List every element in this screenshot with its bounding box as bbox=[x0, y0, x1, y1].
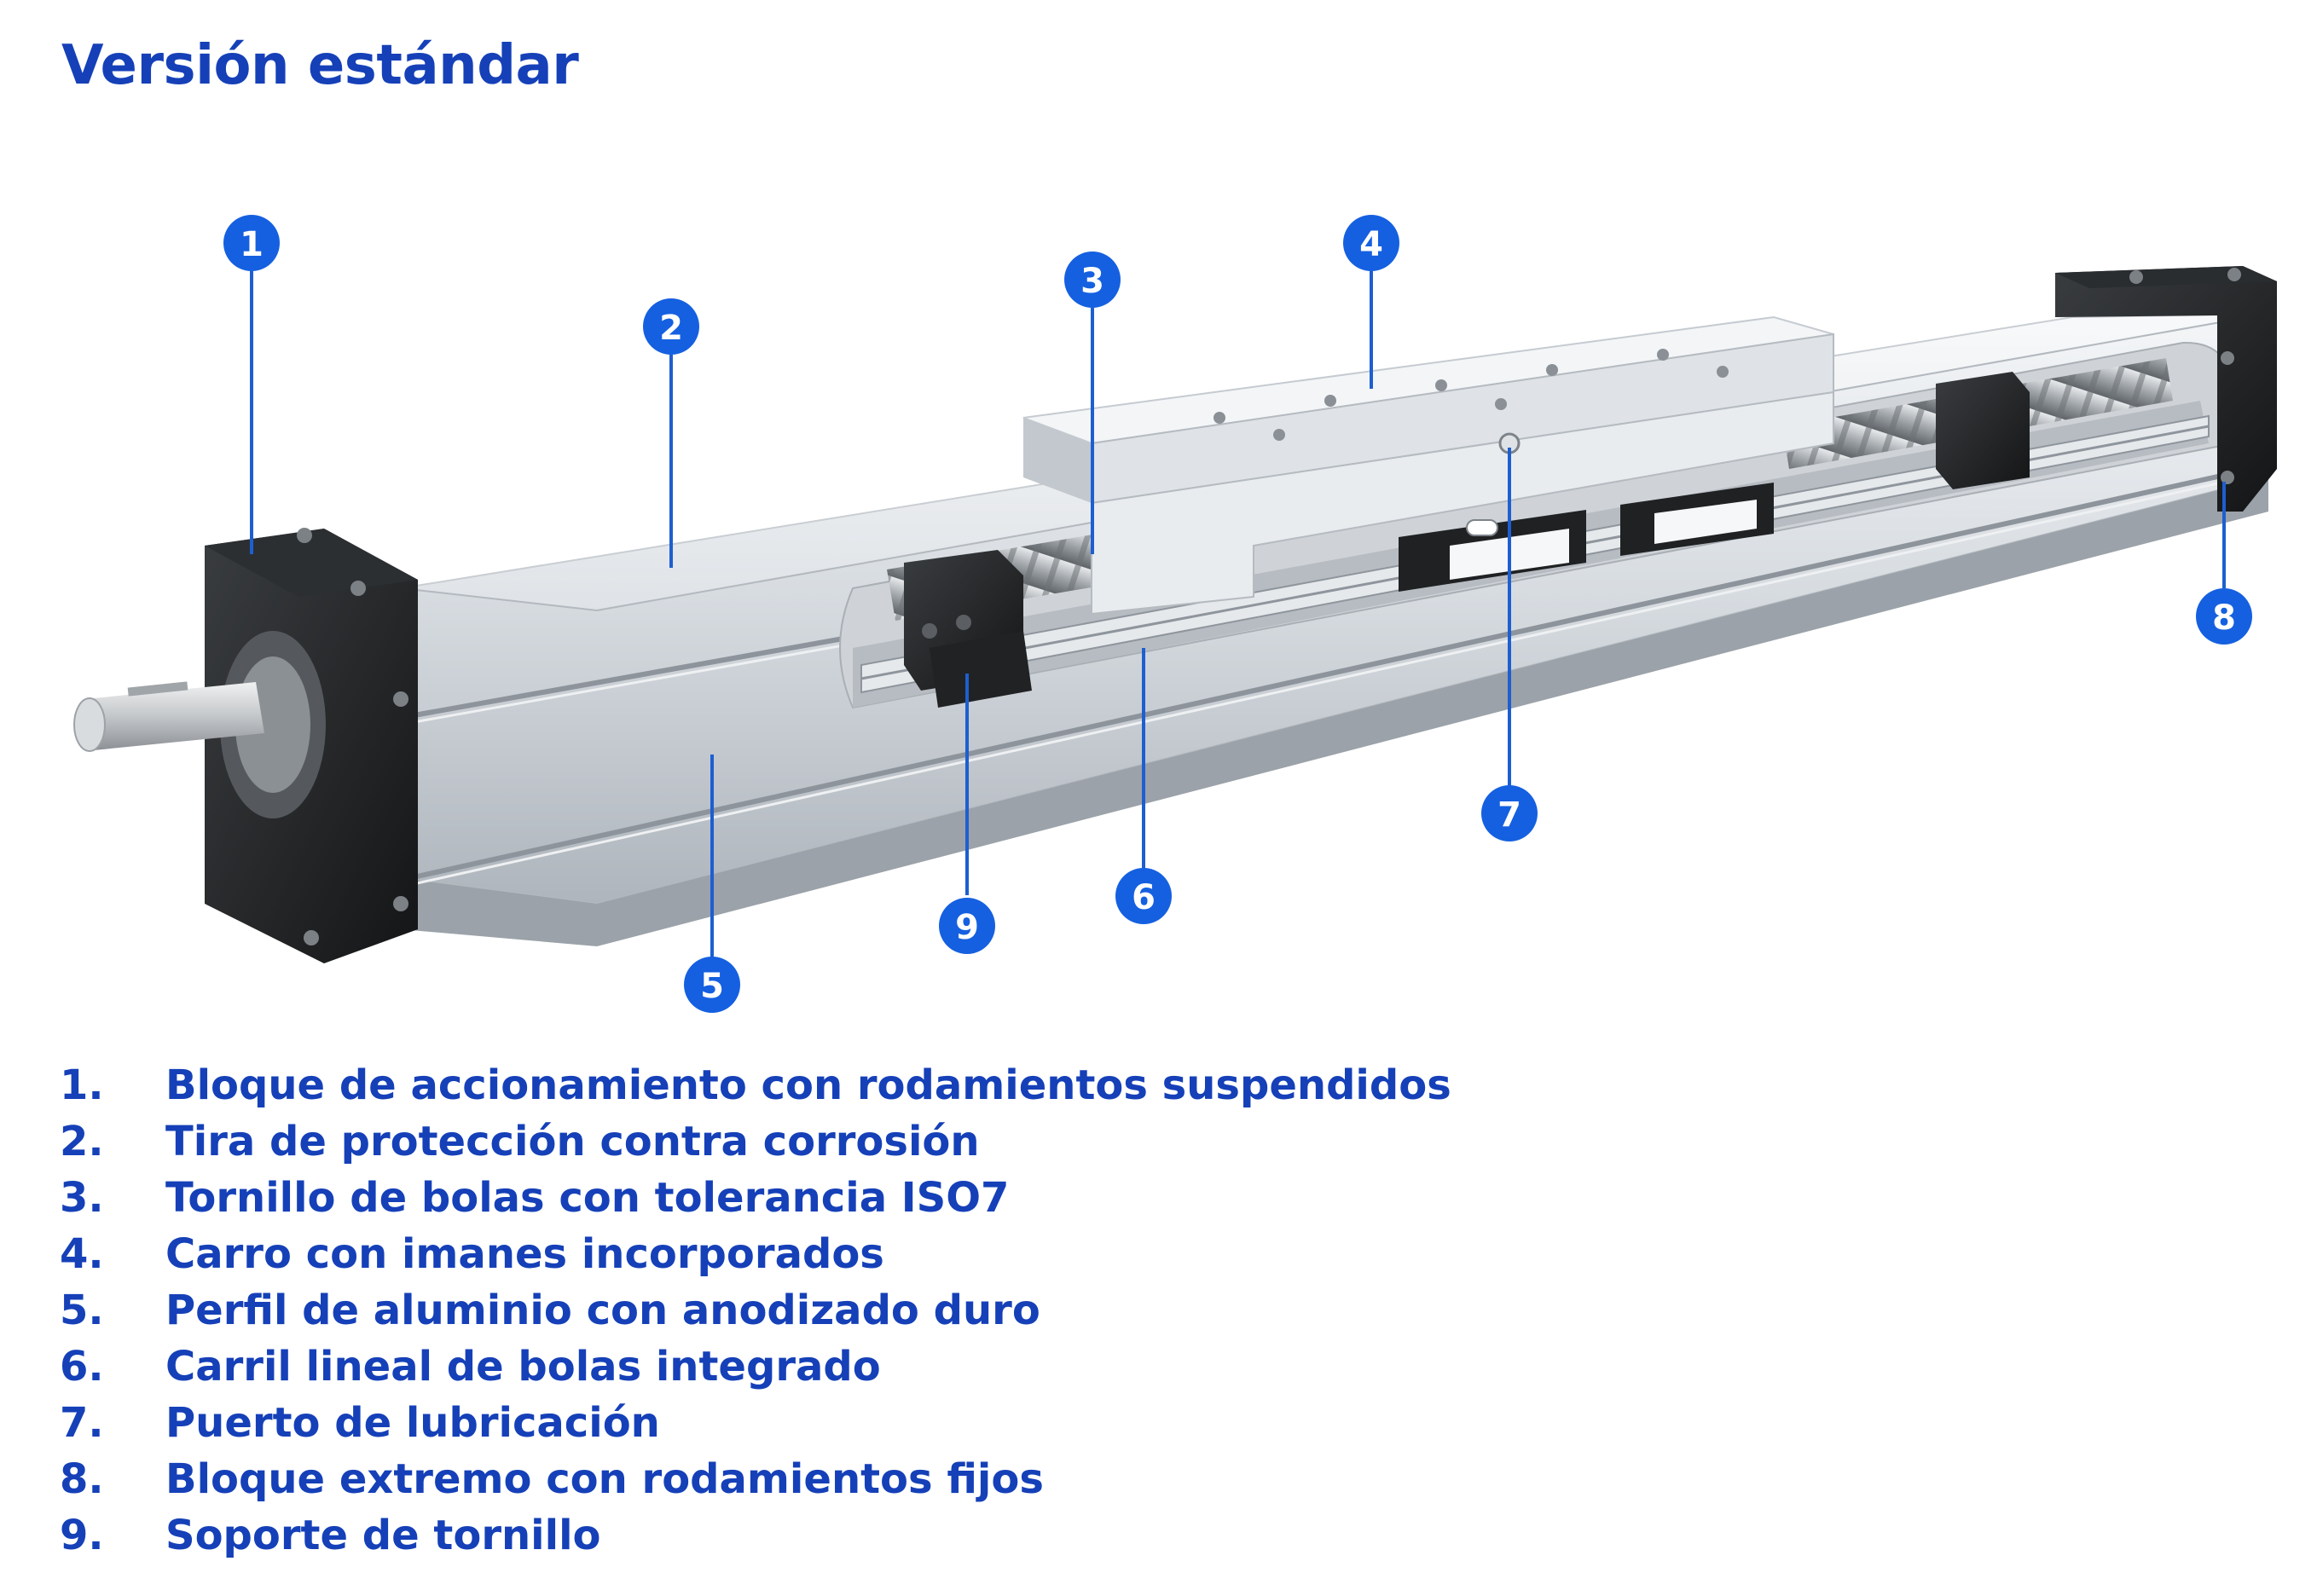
legend-number: 8. bbox=[60, 1455, 104, 1503]
drive-shaft bbox=[73, 681, 264, 752]
legend-text: Perfil de aluminio con anodizado duro bbox=[165, 1287, 1040, 1334]
legend-item: 7. Puerto de lubricación bbox=[60, 1395, 1451, 1451]
svg-text:1: 1 bbox=[240, 225, 264, 264]
legend-number: 9. bbox=[60, 1512, 104, 1559]
legend-text: Carril lineal de bolas integrado bbox=[165, 1343, 881, 1391]
legend-item: 1. Bloque de accionamiento con rodamiento… bbox=[60, 1057, 1451, 1113]
callout-8: 8 bbox=[2196, 588, 2252, 645]
legend-text: Soporte de tornillo bbox=[165, 1512, 601, 1559]
end-block bbox=[2055, 266, 2277, 512]
callout-4: 4 bbox=[1343, 215, 1399, 271]
svg-text:3: 3 bbox=[1080, 262, 1104, 301]
legend-text: Carro con imanes incorporados bbox=[165, 1230, 884, 1278]
legend-number: 2. bbox=[60, 1118, 104, 1165]
legend-item: 4. Carro con imanes incorporados bbox=[60, 1226, 1451, 1282]
drive-block bbox=[205, 528, 418, 963]
legend-number: 4. bbox=[60, 1230, 104, 1278]
legend-item: 9. Soporte de tornillo bbox=[60, 1507, 1451, 1564]
callout-5: 5 bbox=[684, 957, 740, 1013]
legend-number: 3. bbox=[60, 1174, 104, 1222]
svg-text:4: 4 bbox=[1359, 225, 1383, 264]
svg-text:5: 5 bbox=[700, 967, 724, 1006]
parts-legend: 1. Bloque de accionamiento con rodamiento… bbox=[60, 1057, 1451, 1564]
legend-item: 3. Tornillo de bolas con tolerancia ISO7 bbox=[60, 1170, 1451, 1226]
callout-7: 7 bbox=[1481, 785, 1538, 841]
legend-text: Tira de protección contra corrosión bbox=[165, 1118, 980, 1165]
legend-text: Tornillo de bolas con tolerancia ISO7 bbox=[165, 1174, 1010, 1222]
carriage bbox=[1022, 315, 1834, 616]
linear-actuator-diagram: 1 2 3 4 5 6 7 8 bbox=[73, 215, 2277, 1013]
legend-number: 5. bbox=[60, 1287, 104, 1334]
callout-6: 6 bbox=[1115, 868, 1172, 924]
callout-1: 1 bbox=[223, 215, 280, 271]
callout-9: 9 bbox=[939, 898, 995, 954]
legend-text: Bloque de accionamiento con rodamientos … bbox=[165, 1061, 1451, 1109]
callout-lines bbox=[250, 271, 2226, 957]
legend-number: 1. bbox=[60, 1061, 104, 1109]
svg-text:8: 8 bbox=[2212, 598, 2236, 638]
legend-text: Bloque extremo con rodamientos fijos bbox=[165, 1455, 1044, 1503]
svg-text:9: 9 bbox=[955, 908, 979, 947]
callout-2: 2 bbox=[643, 298, 699, 355]
legend-item: 5. Perfil de aluminio con anodizado duro bbox=[60, 1282, 1451, 1339]
svg-text:7: 7 bbox=[1497, 795, 1521, 835]
svg-text:6: 6 bbox=[1132, 878, 1156, 917]
legend-number: 7. bbox=[60, 1399, 104, 1447]
svg-text:2: 2 bbox=[659, 309, 683, 348]
screw-support bbox=[904, 372, 2030, 708]
legend-item: 2. Tira de protección contra corrosión bbox=[60, 1113, 1451, 1170]
callout-3: 3 bbox=[1064, 252, 1121, 308]
legend-item: 8. Bloque extremo con rodamientos fijos bbox=[60, 1451, 1451, 1507]
legend-text: Puerto de lubricación bbox=[165, 1399, 660, 1447]
legend-number: 6. bbox=[60, 1343, 104, 1391]
page-title: Versión estándar bbox=[61, 34, 579, 97]
legend-item: 6. Carril lineal de bolas integrado bbox=[60, 1339, 1451, 1395]
